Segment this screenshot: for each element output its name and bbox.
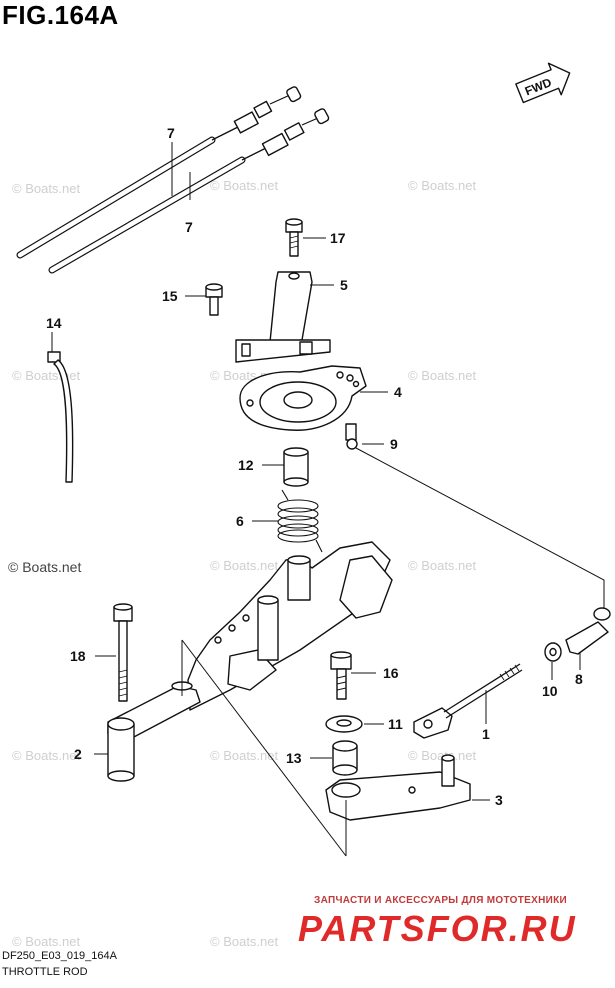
callout-6: 6 xyxy=(236,513,244,529)
advert-brand: PARTSFOR.RU xyxy=(298,908,577,949)
callout-labels: 7 7 17 5 15 14 4 9 12 6 18 16 10 8 11 1 … xyxy=(46,125,583,808)
callout-3: 3 xyxy=(495,792,503,808)
callout-11: 11 xyxy=(388,716,403,732)
watermark: © Boats.net xyxy=(12,934,81,949)
callout-15: 15 xyxy=(162,288,178,304)
diagram-code: DF250_E03_019_164A xyxy=(2,950,117,962)
assembly-guide-lines xyxy=(181,447,605,857)
watermark: © Boats.net xyxy=(8,559,81,575)
part-11-washer xyxy=(325,715,363,733)
watermark: © Boats.net xyxy=(210,558,279,573)
main-throttle-bracket xyxy=(187,541,393,711)
watermark: © Boats.net xyxy=(408,368,477,383)
callout-16: 16 xyxy=(383,665,399,681)
callout-leaders xyxy=(51,142,581,801)
callout-12: 12 xyxy=(238,457,254,473)
arrow-icon xyxy=(515,62,571,104)
watermark: © Boats.net xyxy=(408,178,477,193)
part-14-cable-tie xyxy=(47,351,74,483)
callout-9: 9 xyxy=(390,436,398,452)
fwd-arrow-badge: FWD xyxy=(515,62,571,104)
diagram-name: THROTTLE ROD xyxy=(2,966,88,978)
part-3-link xyxy=(325,754,471,821)
watermark: © Boats.net xyxy=(210,748,279,763)
advert-tagline: ЗАПЧАСТИ И АКСЕССУАРЫ ДЛЯ МОТОТЕХНИКИ xyxy=(314,895,567,906)
part-15-bolt xyxy=(205,283,223,316)
part-5-bracket xyxy=(235,271,331,363)
callout-2: 2 xyxy=(74,746,82,762)
callout-4: 4 xyxy=(394,384,402,400)
figure-title: FIG.164A xyxy=(2,0,119,30)
part-1-throttle-rod xyxy=(413,663,523,739)
part-4-cam-plate xyxy=(239,365,367,431)
watermark: © Boats.net xyxy=(12,748,81,763)
callout-10: 10 xyxy=(542,683,558,699)
callout-17: 17 xyxy=(330,230,346,246)
part-6-spring xyxy=(277,489,323,553)
part-9-ball-joint xyxy=(345,423,358,450)
part-7-throttle-cable-upper xyxy=(16,86,302,259)
part-7-throttle-cable-lower xyxy=(48,108,330,274)
callout-18: 18 xyxy=(70,648,86,664)
watermark: © Boats.net xyxy=(12,181,81,196)
part-17-bolt xyxy=(285,218,303,257)
part-12-collar xyxy=(283,447,309,487)
part-10-nut xyxy=(544,642,562,662)
callout-13: 13 xyxy=(286,750,302,766)
watermark: © Boats.net xyxy=(210,934,279,949)
watermark-layer: © Boats.net © Boats.net © Boats.net © Bo… xyxy=(8,178,477,949)
part-8-rod-socket xyxy=(565,607,611,655)
callout-8: 8 xyxy=(575,671,583,687)
callout-14: 14 xyxy=(46,315,62,331)
callout-1: 1 xyxy=(482,726,490,742)
callout-7: 7 xyxy=(185,219,193,235)
watermark: © Boats.net xyxy=(408,748,477,763)
part-16-bolt xyxy=(330,651,352,700)
callout-7: 7 xyxy=(167,125,175,141)
watermark: © Boats.net xyxy=(210,178,279,193)
part-18-bolt xyxy=(113,603,133,702)
watermark: © Boats.net xyxy=(408,558,477,573)
part-2-lever xyxy=(107,595,279,782)
callout-5: 5 xyxy=(340,277,348,293)
part-13-collar xyxy=(332,740,358,776)
watermark: © Boats.net xyxy=(12,368,81,383)
